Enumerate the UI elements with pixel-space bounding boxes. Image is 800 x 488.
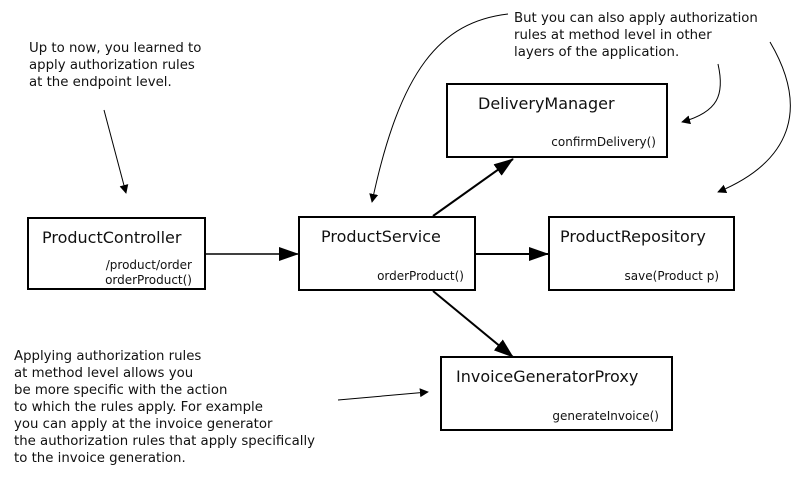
note-line: layers of the application. <box>514 45 680 60</box>
note-line: Applying authorization rules <box>14 349 202 364</box>
box-method: orderProduct() <box>377 269 464 283</box>
box-title: ProductService <box>321 227 441 246</box>
product-service-box: ProductService orderProduct() <box>298 216 476 291</box>
note-line: at the endpoint level. <box>29 75 172 90</box>
arrow-service-to-invoice <box>432 290 514 358</box>
box-methods: confirmDelivery() <box>551 135 656 150</box>
note-line: to the invoice generation. <box>14 451 186 466</box>
pointer-invoice-note <box>337 388 429 401</box>
delivery-manager-box: DeliveryManager confirmDelivery() <box>446 83 668 158</box>
box-title: DeliveryManager <box>478 94 615 113</box>
pointer-endpoint-note <box>103 109 129 194</box>
arrow-service-to-delivery <box>432 158 514 217</box>
invoice-generator-proxy-box: InvoiceGeneratorProxy generateInvoice() <box>440 356 673 431</box>
product-controller-box: ProductController /product/order orderPr… <box>27 217 206 290</box>
box-methods: /product/order orderProduct() <box>105 258 192 288</box>
box-title: InvoiceGeneratorProxy <box>456 367 639 386</box>
note-line: apply authorization rules <box>29 58 195 73</box>
box-methods: generateInvoice() <box>552 409 659 424</box>
pointer-method-note-service <box>369 13 509 203</box>
box-method: generateInvoice() <box>552 409 659 423</box>
pointer-method-note-repository <box>717 41 791 194</box>
note-line: be more specific with the action <box>14 383 228 398</box>
note-line: the authorization rules that apply speci… <box>14 434 316 449</box>
note-line: But you can also apply authorization <box>514 11 758 26</box>
box-methods: orderProduct() <box>377 269 464 284</box>
box-method: confirmDelivery() <box>551 135 656 149</box>
box-method: /product/order <box>105 258 192 272</box>
note-line: Up to now, you learned to <box>29 41 202 56</box>
product-repository-box: ProductRepository save(Product p) <box>548 216 735 291</box>
note-method-level-specific: Applying authorization rules at method l… <box>14 348 315 467</box>
pointer-method-note-delivery <box>681 63 721 125</box>
box-title: ProductRepository <box>560 227 706 246</box>
note-line: you can apply at the invoice generator <box>14 417 273 432</box>
note-line: rules at method level in other <box>514 28 712 43</box>
note-line: to which the rules apply. For example <box>14 400 263 415</box>
note-endpoint-level: Up to now, you learned to apply authoriz… <box>29 40 201 91</box>
box-methods: save(Product p) <box>625 269 719 284</box>
box-method: save(Product p) <box>624 269 719 283</box>
note-line: at method level allows you <box>14 366 194 381</box>
box-method: orderProduct() <box>105 273 192 287</box>
note-method-level: But you can also apply authorization rul… <box>514 10 758 61</box>
box-title: ProductController <box>42 228 182 247</box>
